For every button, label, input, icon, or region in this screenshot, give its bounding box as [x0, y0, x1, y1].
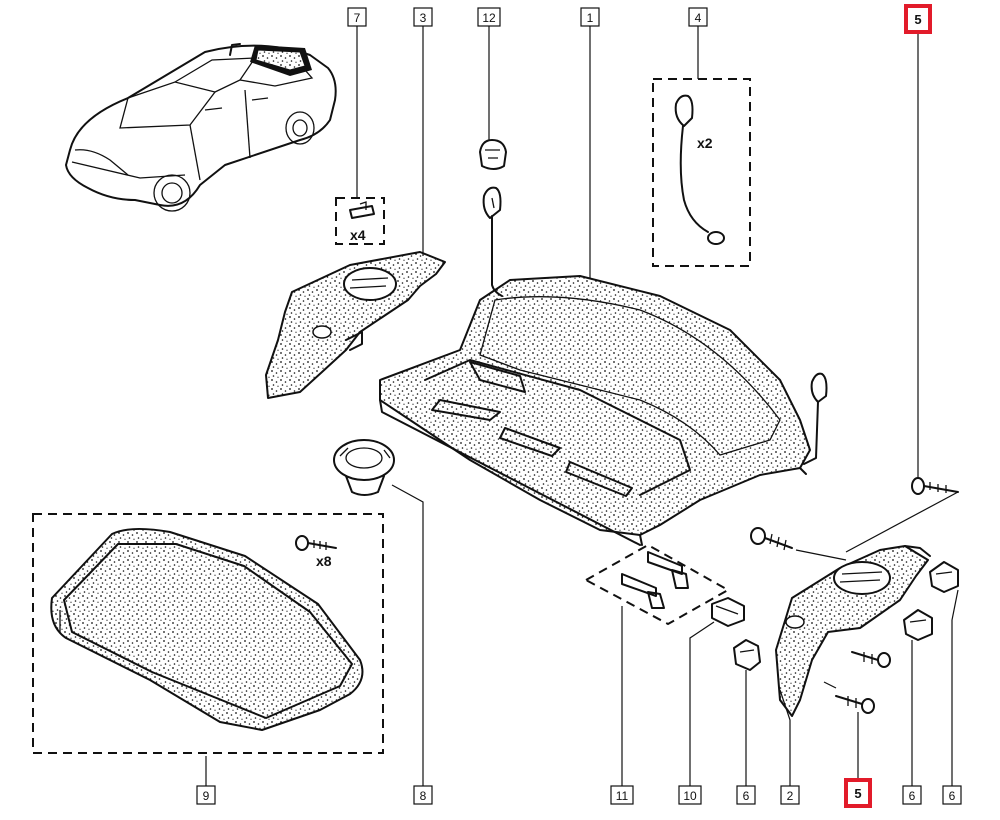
- grommet-part: [333, 439, 395, 496]
- svg-text:6: 6: [949, 789, 956, 803]
- left-bracket-part: [265, 251, 446, 399]
- callout-5-bottom: 5: [844, 778, 872, 808]
- screw-part-mid: [851, 651, 891, 668]
- svg-text:2: 2: [787, 789, 794, 803]
- car-illustration: [65, 43, 337, 212]
- cable-part: [674, 94, 725, 245]
- callout-7: 7: [347, 7, 367, 27]
- callout-8: 8: [413, 785, 433, 805]
- screw-part-low: [835, 695, 875, 714]
- callout-6-right: 6: [942, 785, 962, 805]
- svg-text:8: 8: [420, 789, 427, 803]
- right-bracket-part: [775, 545, 931, 717]
- clip-group-box: [335, 197, 385, 245]
- callout-6-mid: 6: [902, 785, 922, 805]
- clip-qty: x4: [350, 227, 366, 243]
- callout-2: 2: [780, 785, 800, 805]
- clip-part: [349, 201, 375, 219]
- svg-text:11: 11: [616, 789, 629, 803]
- svg-text:3: 3: [420, 11, 427, 25]
- cable-group-box: [652, 78, 751, 267]
- shelf-panel-part: [50, 528, 364, 731]
- callout-9: 9: [196, 785, 216, 805]
- svg-text:6: 6: [743, 789, 750, 803]
- callout-12: 12: [477, 7, 501, 27]
- small-clip-part: [711, 597, 745, 627]
- nut-part-c: [929, 561, 959, 593]
- svg-text:6: 6: [909, 789, 916, 803]
- svg-text:5: 5: [914, 12, 921, 27]
- svg-text:7: 7: [354, 11, 361, 25]
- svg-text:1: 1: [587, 11, 594, 25]
- callout-10: 10: [678, 785, 702, 805]
- callout-6-left: 6: [736, 785, 756, 805]
- shelf-panel-group-box: [32, 513, 384, 754]
- callout-4: 4: [688, 7, 708, 27]
- svg-text:4: 4: [695, 11, 702, 25]
- cable-qty: x2: [697, 135, 713, 151]
- screws-qty: x8: [316, 553, 332, 569]
- screw-part-top-right: [911, 477, 959, 495]
- svg-text:10: 10: [683, 789, 697, 803]
- svg-text:5: 5: [854, 786, 861, 801]
- pin-parts: [621, 551, 689, 609]
- callout-3: 3: [413, 7, 433, 27]
- nut-part-b: [903, 609, 933, 641]
- screw-icon-top: [295, 535, 337, 551]
- leader-lines: [205, 26, 959, 786]
- callout-11: 11: [610, 785, 634, 805]
- svg-text:12: 12: [482, 11, 496, 25]
- pin-group-box: [583, 543, 731, 626]
- fastener-part: [479, 139, 507, 219]
- svg-text:9: 9: [203, 789, 210, 803]
- parcel-shelf-part: [379, 215, 828, 546]
- screw-part-left: [750, 527, 793, 551]
- callout-5-top: 5: [904, 4, 932, 34]
- nut-part-a: [733, 639, 761, 671]
- callout-1: 1: [580, 7, 600, 27]
